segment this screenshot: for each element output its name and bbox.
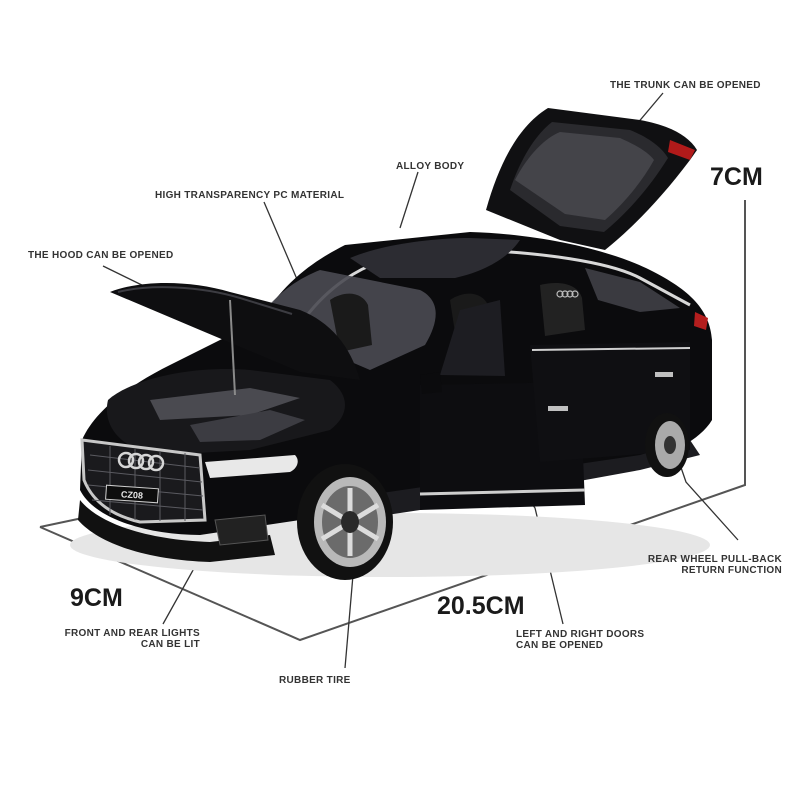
- height-dimension: 7CM: [710, 163, 763, 191]
- lights-callout-line2: CAN BE LIT: [140, 639, 200, 650]
- rear-wheel-callout-line2: RETURN FUNCTION: [681, 565, 782, 576]
- doors-callout-line2: CAN BE OPENED: [516, 640, 604, 651]
- four-rings-logo: [117, 451, 165, 472]
- license-plate: CZ08: [105, 484, 159, 504]
- trunk-callout: THE TRUNK CAN BE OPENED: [610, 80, 761, 91]
- trunk-lid: [486, 108, 697, 250]
- rear-wheel-callout-line1: REAR WHEEL PULL-BACK: [647, 554, 782, 565]
- length-dimension: 20.5CM: [437, 592, 525, 620]
- doors-callout-line1: LEFT AND RIGHT DOORS: [516, 629, 645, 640]
- hood-callout: THE HOOD CAN BE OPENED: [28, 250, 174, 261]
- front-wheel: [297, 464, 393, 580]
- car-body: [78, 232, 712, 562]
- svg-text:CZ08: CZ08: [121, 489, 144, 501]
- lights-callout-line1: FRONT AND REAR LIGHTS: [64, 628, 200, 639]
- alloy-body-callout: ALLOY BODY: [396, 161, 465, 172]
- tire-callout: RUBBER TIRE: [279, 675, 351, 686]
- width-dimension: 9CM: [70, 584, 123, 612]
- seat-rings-logo: [556, 290, 579, 298]
- rear-wheel: [645, 413, 689, 477]
- lights-callout: FRONT AND REAR LIGHTS CAN BE LIT: [28, 628, 200, 650]
- pc-material-callout: HIGH TRANSPARENCY PC MATERIAL: [155, 190, 345, 201]
- rear-wheel-callout: REAR WHEEL PULL-BACK RETURN FUNCTION: [610, 554, 782, 576]
- doors-callout: LEFT AND RIGHT DOORS CAN BE OPENED: [516, 629, 644, 651]
